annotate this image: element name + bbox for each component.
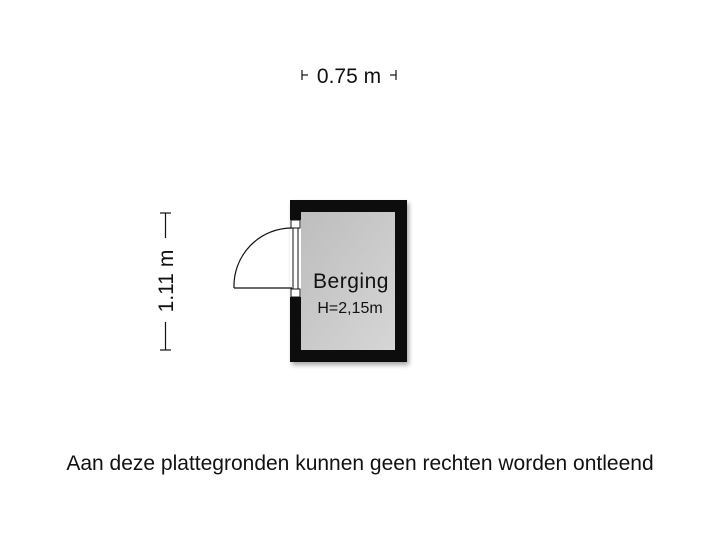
door-frame-top [290,219,301,229]
room-height-label: H=2,15m [317,300,382,317]
room-floor [301,212,395,350]
width-dimension: 0.75 m [301,65,397,88]
width-dimension-label: 0.75 m [317,65,381,88]
height-dimension-label: 1.11 m [155,250,178,313]
door-swing-arc [233,227,293,289]
room-name: Berging [313,270,389,293]
door-frame-bottom [290,288,301,298]
door [233,219,301,298]
height-dimension: 1.11 m [155,212,178,351]
door-opening [290,220,301,297]
disclaimer-text: Aan deze plattegronden kunnen geen recht… [66,452,654,475]
